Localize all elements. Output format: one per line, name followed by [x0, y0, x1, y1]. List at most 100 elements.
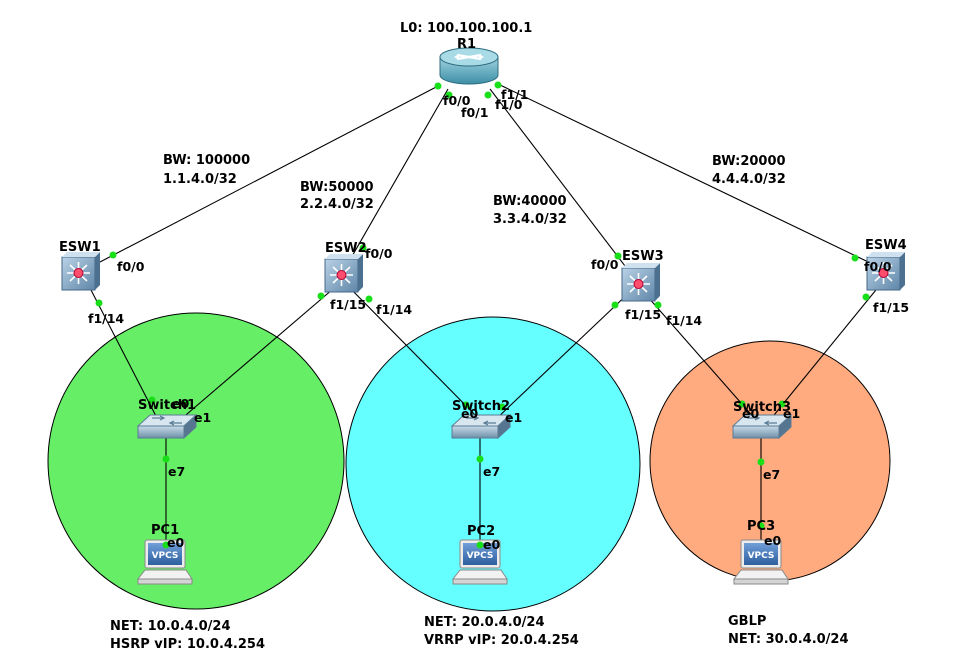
uplink2-net-label: 2.2.4.0/32 — [300, 197, 374, 212]
port-label: e7 — [168, 464, 185, 479]
esw1[interactable] — [61, 252, 100, 291]
multilayer-switch-icon — [324, 254, 363, 293]
uplink3-bw-label: BW:40000 — [493, 194, 567, 209]
switch-icon — [136, 413, 198, 440]
pc1-name-label: PC1 — [151, 523, 179, 538]
r1-loopback-label: L0: 100.100.100.1 — [400, 21, 532, 36]
uplink3-net-label: 3.3.4.0/32 — [493, 212, 567, 227]
uplink2-bw-label: BW:50000 — [300, 180, 374, 195]
switch1[interactable] — [136, 413, 198, 440]
link-esw2-switch2 — [344, 282, 481, 421]
link-dot — [862, 293, 870, 301]
link-status-dots — [95, 81, 870, 549]
port-label: f0/1 — [461, 105, 488, 120]
link-dot — [359, 244, 367, 252]
switch3-name-label: Switch3 — [733, 400, 791, 415]
pc3-badge: VPCS — [748, 551, 775, 561]
port-label: f0/0 — [591, 257, 619, 272]
link-dot — [476, 455, 484, 463]
esw3[interactable] — [621, 263, 660, 302]
link-r1-esw3 — [489, 88, 639, 284]
port-label: f1/15 — [330, 297, 366, 312]
port-label: f0/0 — [117, 259, 145, 274]
switch3[interactable] — [731, 413, 793, 440]
router-r1[interactable] — [439, 47, 499, 85]
port-label: f0/0 — [864, 259, 892, 274]
link-dot — [611, 301, 619, 309]
port-label: f1/14 — [376, 302, 412, 317]
port-label: f0/0 — [443, 93, 471, 108]
esw4[interactable] — [866, 252, 905, 291]
zone2-circle — [345, 316, 641, 612]
pc-icon — [732, 539, 789, 585]
switch2[interactable] — [450, 413, 512, 440]
link-dot — [614, 252, 622, 260]
link-dot — [317, 292, 325, 300]
link-dot — [162, 541, 170, 549]
link-dot — [445, 91, 453, 99]
port-label: e1 — [194, 410, 211, 425]
link-esw1-switch1 — [89, 287, 159, 421]
port-label: f1/15 — [625, 307, 661, 322]
link-r1-esw4 — [497, 83, 886, 271]
link-r1-esw2 — [342, 88, 449, 273]
esw4-name-label: ESW4 — [865, 238, 907, 253]
link-dot — [162, 455, 170, 463]
multilayer-switch-icon — [866, 252, 905, 291]
link-dot — [778, 400, 786, 408]
switch-icon — [731, 413, 793, 440]
zone3-proto-note: GBLP — [728, 614, 766, 629]
zone1-circle — [47, 312, 345, 610]
port-label: e7 — [483, 464, 500, 479]
router-icon — [439, 47, 499, 85]
port-label: e1 — [505, 410, 522, 425]
link-esw3-switch2 — [494, 287, 635, 421]
link-dot — [476, 541, 484, 549]
multilayer-switch-icon — [621, 263, 660, 302]
link-dot — [738, 400, 746, 408]
link-dot — [851, 254, 859, 262]
link-dot — [654, 301, 662, 309]
link-dot — [462, 401, 470, 409]
link-dot — [757, 458, 765, 466]
port-label: e0 — [167, 535, 184, 550]
port-label: f1/14 — [666, 313, 702, 328]
link-r1-esw1 — [99, 84, 441, 263]
pc3-name-label: PC3 — [747, 519, 775, 534]
switch-icon — [450, 413, 512, 440]
pc1-badge: VPCS — [152, 551, 179, 561]
switch2-name-label: Switch2 — [452, 399, 510, 414]
link-dot — [95, 299, 103, 307]
port-label: f1/14 — [88, 311, 124, 326]
pc1[interactable]: VPCS — [136, 539, 193, 585]
pc3[interactable]: VPCS — [732, 539, 789, 585]
pc2-name-label: PC2 — [467, 524, 495, 539]
zone2-vip-note: VRRP vIP: 20.0.4.254 — [424, 633, 579, 648]
link-esw2-switch1 — [179, 282, 341, 421]
esw3-name-label: ESW3 — [622, 249, 664, 264]
link-dot — [757, 522, 765, 530]
switch1-name-label: Switch1 — [138, 398, 196, 413]
port-label: f1/1 — [501, 87, 528, 102]
port-label: e0 — [461, 406, 478, 421]
port-label: f1/0 — [495, 97, 523, 112]
link-dot — [498, 403, 506, 411]
link-dot — [434, 82, 442, 90]
uplink4-bw-label: BW:20000 — [712, 154, 786, 169]
link-dot — [109, 251, 117, 259]
link-dot — [365, 295, 373, 303]
esw2-name-label: ESW2 — [325, 241, 367, 256]
port-label: e0 — [172, 396, 189, 411]
pc2[interactable]: VPCS — [451, 539, 508, 585]
link-dot — [182, 399, 190, 407]
zone2-net-note: NET: 20.0.4.0/24 — [424, 615, 545, 630]
esw1-name-label: ESW1 — [59, 240, 101, 255]
uplink1-bw-label: BW: 100000 — [163, 153, 250, 168]
uplink4-net-label: 4.4.4.0/32 — [712, 172, 786, 187]
port-label: e7 — [763, 467, 780, 482]
link-esw3-switch3 — [639, 287, 757, 421]
multilayer-switch-icon — [61, 252, 100, 291]
esw2[interactable] — [324, 254, 363, 293]
